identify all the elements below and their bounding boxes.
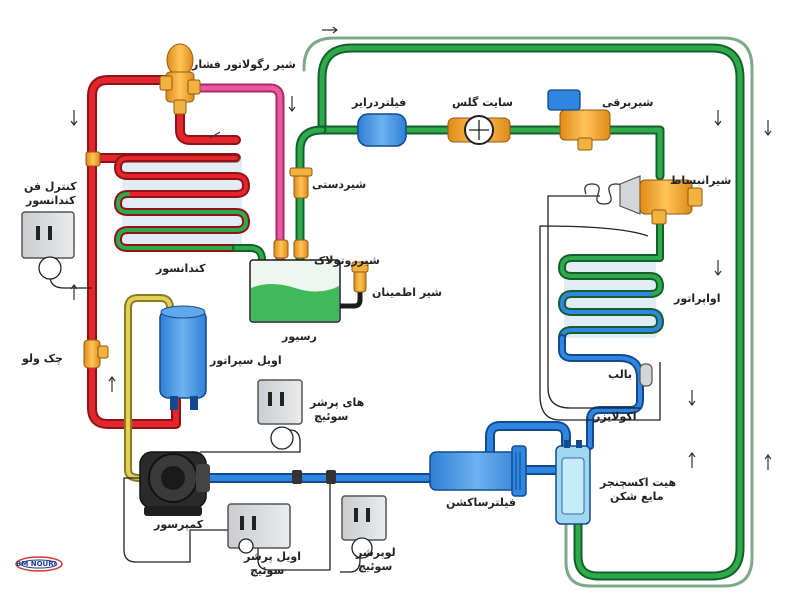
label-low-pressure-switch-1: لوپرشر bbox=[356, 546, 396, 559]
label-equalizer: اکولایزر bbox=[594, 410, 637, 423]
condenser-fan-control-box bbox=[21, 211, 75, 280]
low-pressure-switch bbox=[341, 495, 387, 559]
brand-logo-text: BM NOURI bbox=[16, 560, 57, 568]
compressor bbox=[139, 451, 210, 516]
liquid-line-outer bbox=[302, 36, 754, 588]
high-pressure-switch bbox=[257, 379, 303, 450]
bulb-sensor bbox=[639, 363, 653, 387]
label-check-valve: چک ولو bbox=[22, 352, 63, 365]
sight-glass bbox=[447, 115, 511, 145]
pink-line bbox=[181, 83, 285, 267]
label-heat-exchanger-2: مایع شکن bbox=[610, 490, 664, 503]
liquid-line-receiver bbox=[295, 125, 327, 295]
label-condenser: کندانسور bbox=[156, 262, 206, 275]
label-sight-glass: سایت گلس bbox=[452, 96, 513, 109]
oil-separator bbox=[159, 305, 207, 410]
rotalock-valve bbox=[273, 239, 309, 259]
oil-return-line bbox=[124, 294, 174, 482]
label-solenoid-valve: شیربرقی bbox=[602, 96, 654, 109]
suction-filter bbox=[429, 445, 527, 497]
filter-drier bbox=[357, 113, 407, 147]
flow-arrows bbox=[70, 26, 772, 470]
label-low-pressure-switch-2: سوئیچ bbox=[358, 560, 393, 573]
label-bulb: بالب bbox=[608, 368, 633, 381]
label-oil-separator: اویل سپراتور bbox=[210, 354, 282, 367]
label-receiver: رسیور bbox=[282, 330, 317, 343]
label-pressure-regulator-valve: شیر رگولاتور فشار bbox=[192, 58, 296, 71]
label-expansion-valve: شیرانبساط bbox=[670, 174, 732, 187]
label-suction-filter: فیلترساکشن bbox=[446, 496, 516, 509]
manual-valve bbox=[289, 167, 313, 199]
solenoid-valve bbox=[547, 89, 611, 151]
heat-exchanger bbox=[555, 440, 591, 525]
safety-valve bbox=[351, 261, 369, 293]
label-filter-drier: فیلتردرایر bbox=[352, 96, 407, 109]
label-high-pressure-switch-2: سوئیچ bbox=[314, 410, 349, 423]
receiver-tank bbox=[249, 259, 363, 323]
liquid-line-top bbox=[317, 125, 665, 181]
expansion-valve bbox=[619, 175, 703, 225]
suction-fittings bbox=[292, 470, 336, 484]
label-condenser-fan-control-1: کنترل فن bbox=[24, 180, 77, 193]
evaporator-coil bbox=[558, 210, 664, 450]
capillary-coil bbox=[584, 183, 624, 205]
label-rotalock-valve: شیرروتولاک bbox=[314, 254, 380, 267]
check-valve bbox=[83, 339, 109, 369]
control-wires bbox=[49, 195, 661, 573]
condenser-coil bbox=[114, 154, 266, 266]
tee-fittings bbox=[85, 151, 101, 167]
label-oil-pressure-switch-1: اویل پرشر bbox=[244, 550, 302, 563]
label-safety-valve: شیر اطمینان bbox=[372, 286, 442, 299]
oil-pressure-switch bbox=[227, 503, 291, 554]
brand-logo bbox=[15, 556, 63, 572]
label-heat-exchanger-1: هیت اکسچنجر bbox=[600, 476, 677, 489]
label-evaporator: اواپراتور bbox=[674, 292, 721, 305]
label-high-pressure-switch-1: های پرشر bbox=[310, 396, 365, 409]
label-compressor: کمپرسور bbox=[154, 518, 204, 531]
pressure-regulator-valve bbox=[159, 43, 201, 115]
label-condenser-fan-control-2: کندانسور bbox=[26, 194, 76, 207]
label-oil-pressure-switch-2: سوئیچ bbox=[250, 564, 285, 577]
label-manual-valve: شیردستی bbox=[312, 178, 367, 191]
suction-line bbox=[195, 421, 571, 483]
